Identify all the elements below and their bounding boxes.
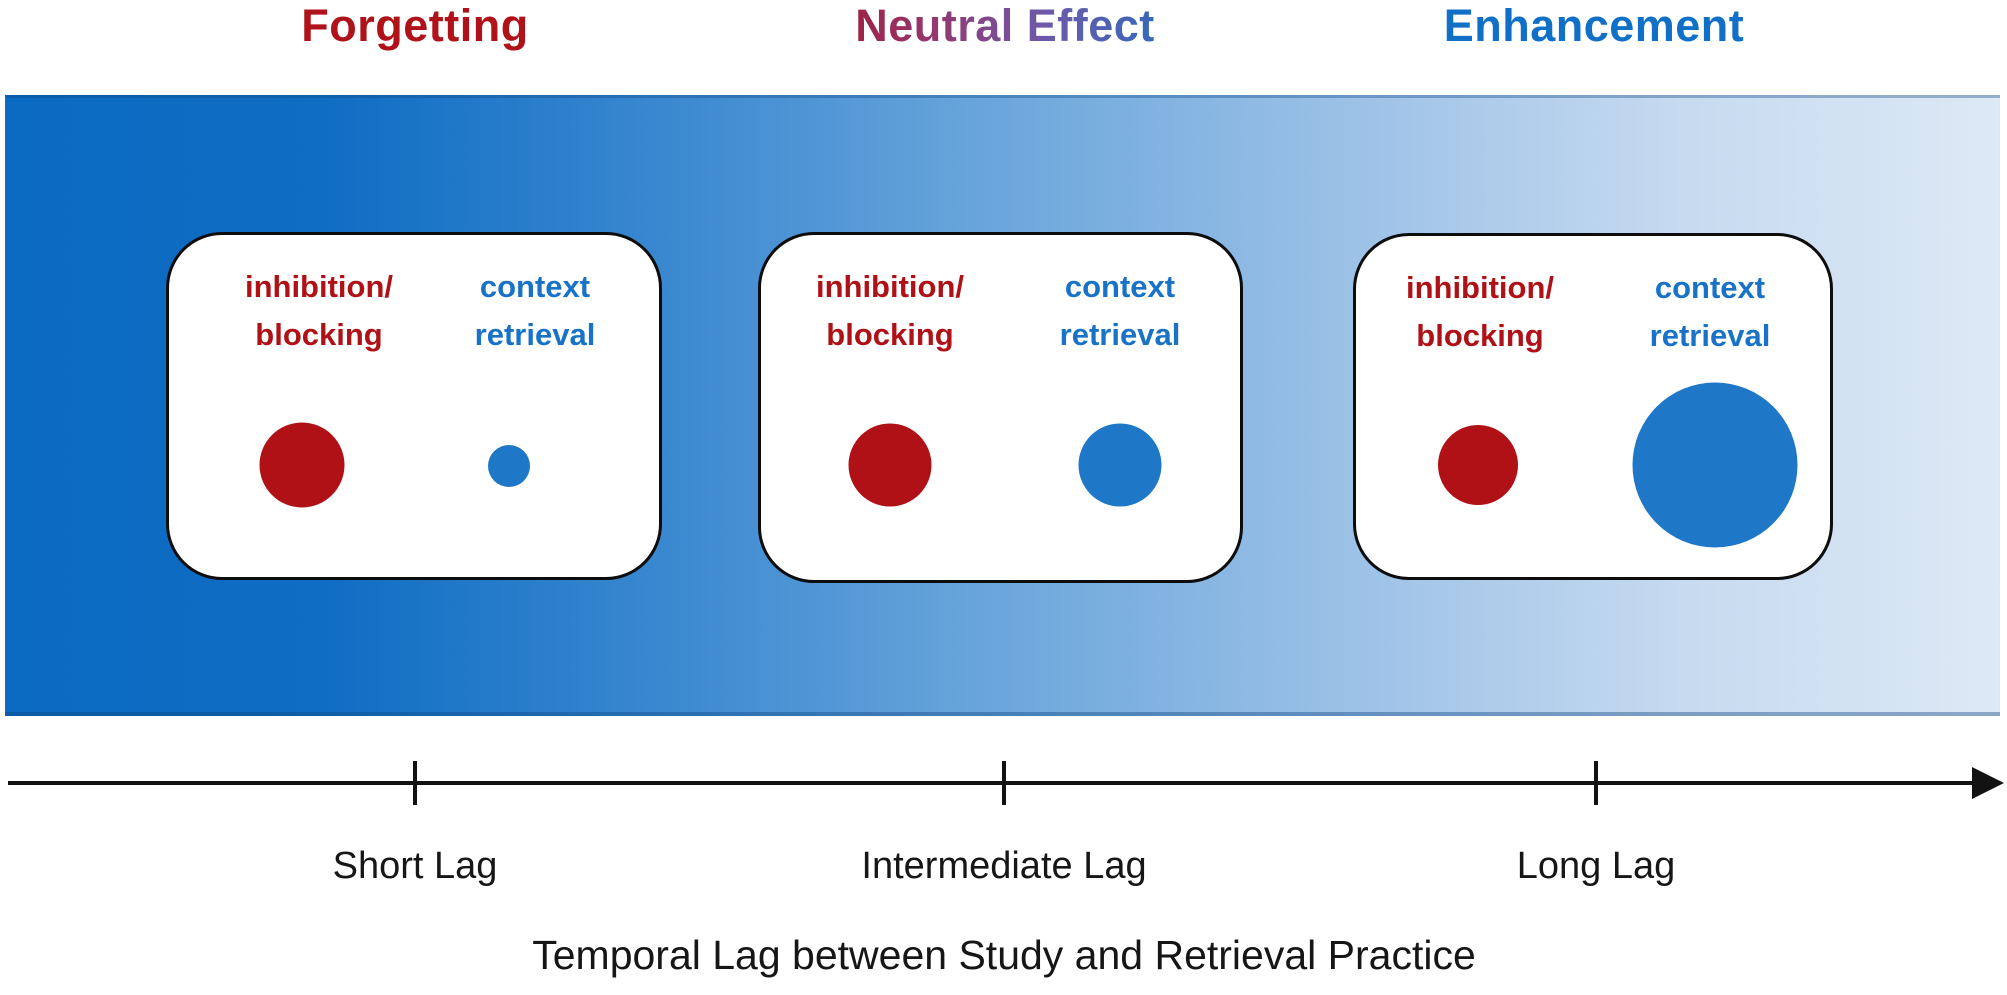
tick-label-short-lag: Short Lag bbox=[332, 845, 498, 887]
inhibition-label-line1: inhibition/ bbox=[815, 269, 965, 304]
inhibition-label-line2: blocking bbox=[255, 317, 383, 352]
context-circle bbox=[1632, 382, 1798, 548]
tick-label-long-lag: Long Lag bbox=[1516, 845, 1676, 887]
context-label-line2: retrieval bbox=[1649, 318, 1771, 353]
inhibition-label-line1: inhibition/ bbox=[1405, 270, 1555, 305]
inhibition-blocking-label: inhibition/ blocking bbox=[179, 263, 459, 359]
context-label-line1: context bbox=[1064, 269, 1176, 304]
inhibition-label-line2: blocking bbox=[1416, 318, 1544, 353]
context-circle bbox=[1078, 423, 1162, 507]
axis-arrowhead-icon bbox=[1972, 767, 2004, 799]
context-circle bbox=[488, 445, 530, 487]
panel-forgetting: inhibition/ blocking context retrieval bbox=[166, 232, 662, 580]
context-retrieval-label: context retrieval bbox=[1570, 264, 1850, 360]
inhibition-blocking-label: inhibition/ blocking bbox=[1340, 264, 1620, 360]
inhibition-label-line2: blocking bbox=[826, 317, 954, 352]
axis-tick-intermediate bbox=[1002, 761, 1006, 805]
header-label-forgetting: Forgetting bbox=[301, 0, 529, 51]
inhibition-label-line1: inhibition/ bbox=[244, 269, 394, 304]
context-label-line2: retrieval bbox=[474, 317, 596, 352]
tick-label-intermediate-lag: Intermediate Lag bbox=[861, 845, 1147, 887]
panel-neutral-effect: inhibition/ blocking context retrieval bbox=[758, 232, 1243, 583]
context-retrieval-label: context retrieval bbox=[395, 263, 675, 359]
axis-line bbox=[8, 781, 1978, 785]
header-label-neutral-effect: Neutral Effect bbox=[775, 0, 1235, 52]
context-label-line2: retrieval bbox=[1059, 317, 1181, 352]
inhibition-circle bbox=[848, 423, 932, 507]
axis-tick-long bbox=[1594, 761, 1598, 805]
context-label-line1: context bbox=[479, 269, 591, 304]
inhibition-circle bbox=[259, 422, 345, 508]
context-retrieval-label: context retrieval bbox=[980, 263, 1260, 359]
header-label-enhancement: Enhancement bbox=[1443, 0, 1745, 51]
axis-title: Temporal Lag between Study and Retrieval… bbox=[532, 932, 1476, 978]
axis-tick-short bbox=[413, 761, 417, 805]
context-label-line1: context bbox=[1654, 270, 1766, 305]
panel-enhancement: inhibition/ blocking context retrieval bbox=[1353, 233, 1833, 580]
inhibition-circle bbox=[1438, 425, 1518, 505]
inhibition-blocking-label: inhibition/ blocking bbox=[750, 263, 1030, 359]
